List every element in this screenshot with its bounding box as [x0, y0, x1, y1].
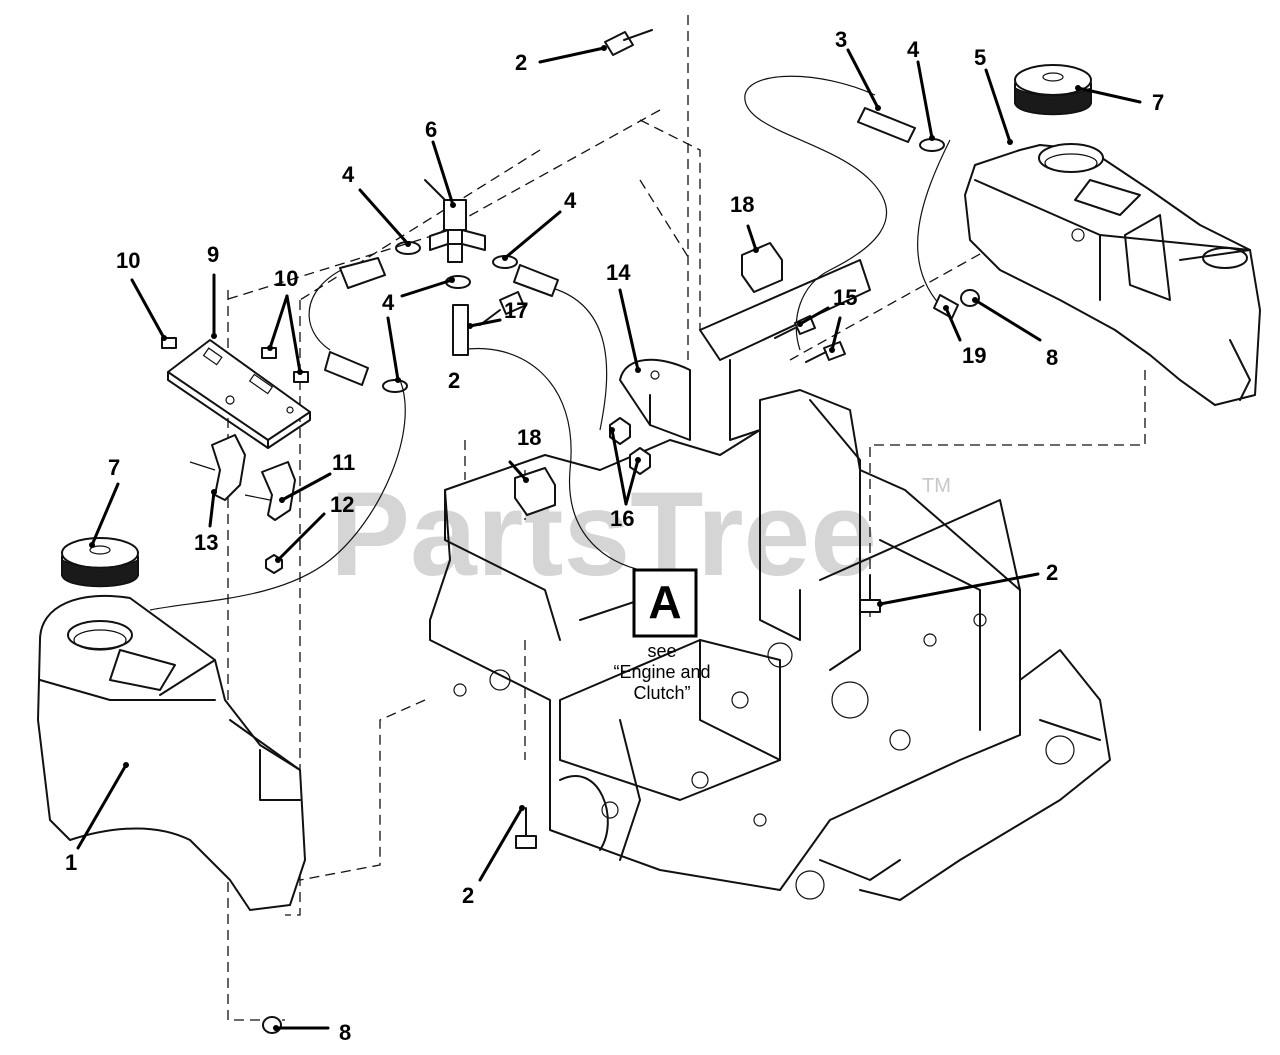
mounting-bracket	[619, 358, 691, 441]
callout-19: 19	[962, 343, 986, 368]
fuel-valve	[424, 179, 486, 263]
callout-10-left: 10	[116, 248, 140, 273]
hose-clips	[514, 242, 783, 516]
callout-10-right: 10	[274, 266, 298, 291]
shutoff-levers	[189, 434, 296, 521]
callout-18-mid: 18	[517, 425, 541, 450]
callout-4-mid: 4	[564, 188, 577, 213]
reference-box-a: A see “Engine and Clutch”	[613, 568, 711, 703]
callout-15: 15	[833, 285, 857, 310]
reference-note-line-1: see	[647, 641, 676, 661]
callout-4-left: 4	[342, 162, 355, 187]
callout-4-lower: 4	[382, 290, 395, 315]
callout-8-bottom: 8	[339, 1020, 351, 1045]
fuel-tank-right	[964, 143, 1261, 406]
callout-18-top: 18	[730, 192, 754, 217]
frame-assembly	[429, 259, 1111, 901]
callout-11: 11	[332, 450, 355, 475]
leader-dots	[89, 45, 1081, 1031]
callout-16: 16	[610, 506, 634, 531]
callout-6: 6	[425, 117, 437, 142]
fuel-cap-right	[1014, 64, 1092, 116]
callout-7-left: 7	[108, 455, 120, 480]
callout-7-right: 7	[1152, 90, 1164, 115]
callout-2-right: 2	[1046, 560, 1058, 585]
callout-17: 17	[504, 298, 528, 323]
reference-letter: A	[648, 576, 681, 628]
callout-8-right: 8	[1046, 345, 1058, 370]
watermark: PartsTree TM	[330, 467, 951, 601]
fuel-hoses	[324, 107, 916, 386]
callout-14: 14	[606, 260, 631, 285]
fuel-tank-left	[37, 594, 306, 911]
callout-9: 9	[207, 242, 219, 267]
callout-2-mid: 2	[448, 368, 460, 393]
callout-5: 5	[974, 45, 986, 70]
callout-labels: 2 3 4 5 7 6 4 4 4 17 2 18 14 15 19 8 10 …	[65, 27, 1164, 1045]
callout-1: 1	[65, 850, 77, 875]
watermark-text: PartsTree	[330, 467, 877, 601]
callout-2-bottom: 2	[462, 883, 474, 908]
bracket-plate	[167, 339, 311, 449]
callout-2-top: 2	[515, 50, 527, 75]
reference-note-line-2: “Engine and	[613, 662, 710, 682]
callout-13: 13	[194, 530, 218, 555]
callout-3: 3	[835, 27, 847, 52]
reference-note-line-3: Clutch”	[633, 683, 690, 703]
callout-12: 12	[330, 492, 354, 517]
watermark-tm: TM	[922, 475, 951, 497]
leader-lines	[76, 46, 1142, 1030]
fuel-cap-left	[61, 537, 139, 588]
callout-4-right: 4	[907, 37, 920, 62]
fuel-lines	[149, 75, 951, 611]
